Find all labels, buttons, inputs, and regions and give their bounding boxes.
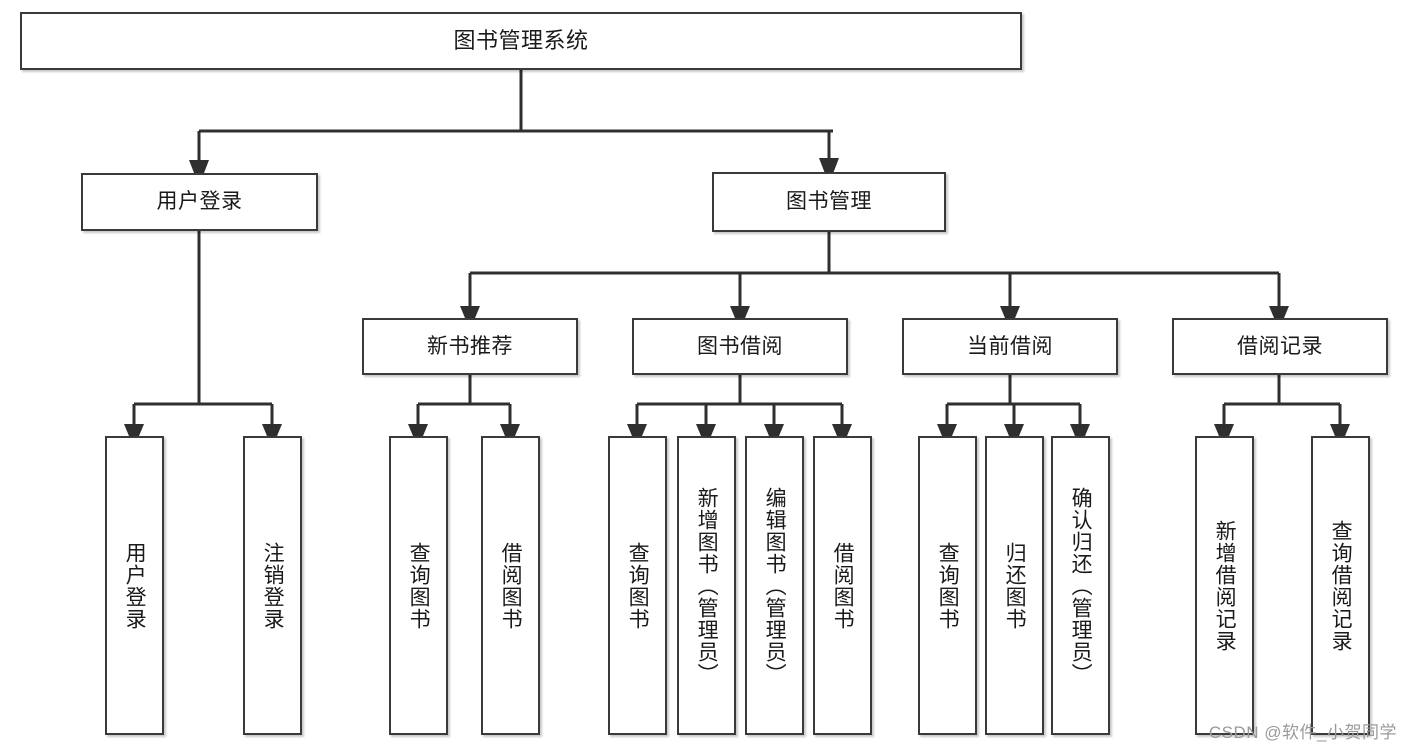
leaf-query-book-3[interactable]: 查询图书 xyxy=(918,436,977,735)
leaf-add-record-label: 新增借阅记录 xyxy=(1213,519,1237,652)
leaf-edit-book[interactable]: 编辑图书（管理员） xyxy=(745,436,804,735)
node-current-borrow-label: 当前借阅 xyxy=(967,334,1053,358)
leaf-add-book[interactable]: 新增图书（管理员） xyxy=(677,436,736,735)
leaf-query-book-3-label: 查询图书 xyxy=(936,541,960,630)
leaf-query-record[interactable]: 查询借阅记录 xyxy=(1311,436,1370,735)
leaf-query-book-2-label: 查询图书 xyxy=(626,541,650,630)
node-borrow-record[interactable]: 借阅记录 xyxy=(1172,318,1388,375)
leaf-add-record[interactable]: 新增借阅记录 xyxy=(1195,436,1254,735)
leaf-borrow-book-1-label: 借阅图书 xyxy=(499,541,523,630)
node-book-borrow-label: 图书借阅 xyxy=(697,334,783,358)
leaf-borrow-book-1[interactable]: 借阅图书 xyxy=(481,436,540,735)
leaf-query-record-label: 查询借阅记录 xyxy=(1329,519,1353,652)
leaf-return-book[interactable]: 归还图书 xyxy=(985,436,1044,735)
leaf-logout-login-label: 注销登录 xyxy=(261,541,285,630)
node-root[interactable]: 图书管理系统 xyxy=(20,12,1022,70)
leaf-return-book-label: 归还图书 xyxy=(1003,541,1027,630)
node-current-borrow[interactable]: 当前借阅 xyxy=(902,318,1118,375)
node-borrow-record-label: 借阅记录 xyxy=(1237,334,1323,358)
leaf-borrow-book-2-label: 借阅图书 xyxy=(831,541,855,630)
node-user-login[interactable]: 用户登录 xyxy=(81,173,318,231)
node-user-login-label: 用户登录 xyxy=(156,190,243,214)
leaf-query-book-2[interactable]: 查询图书 xyxy=(608,436,667,735)
node-new-book-recommend-label: 新书推荐 xyxy=(427,334,513,358)
leaf-query-book-1-label: 查询图书 xyxy=(407,541,431,630)
node-book-management[interactable]: 图书管理 xyxy=(712,172,946,232)
node-book-management-label: 图书管理 xyxy=(786,190,872,214)
node-new-book-recommend[interactable]: 新书推荐 xyxy=(362,318,578,375)
leaf-query-book-1[interactable]: 查询图书 xyxy=(389,436,448,735)
watermark: CSDN @软件_小贺同学 xyxy=(1208,723,1397,742)
leaf-confirm-return-label: 确认归还（管理员） xyxy=(1069,486,1093,685)
leaf-user-login[interactable]: 用户登录 xyxy=(105,436,164,735)
node-root-label: 图书管理系统 xyxy=(453,27,589,53)
leaf-borrow-book-2[interactable]: 借阅图书 xyxy=(813,436,872,735)
node-book-borrow[interactable]: 图书借阅 xyxy=(632,318,848,375)
leaf-confirm-return[interactable]: 确认归还（管理员） xyxy=(1051,436,1110,735)
leaf-logout-login[interactable]: 注销登录 xyxy=(243,436,302,735)
leaf-edit-book-label: 编辑图书（管理员） xyxy=(763,486,787,685)
leaf-user-login-label: 用户登录 xyxy=(123,541,147,630)
leaf-add-book-label: 新增图书（管理员） xyxy=(695,486,719,685)
